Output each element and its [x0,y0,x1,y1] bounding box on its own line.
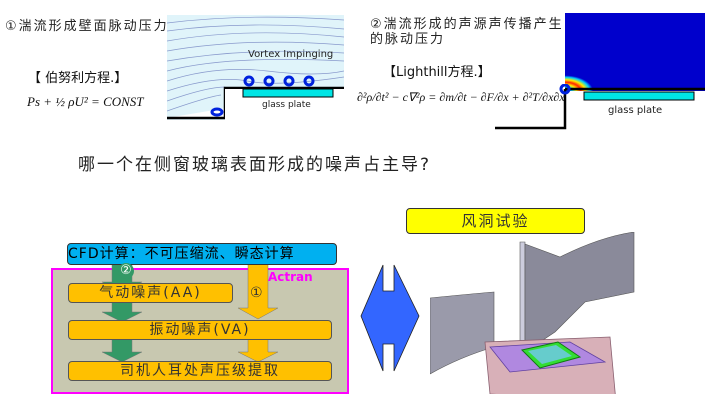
cfd-box: CFD计算：不可压缩流、瞬态计算 [67,243,337,265]
vortex-label: Vortex Impinging [248,49,334,60]
lighthill-equation: ∂²ρ/∂t² − c∇²ρ = ∂m/∂t − ∂F/∂x + ∂²T/∂x∂… [357,90,565,104]
lighthill-equation-name: 【Lighthill方程.】 [383,65,491,80]
actran-label: Actran [268,270,313,284]
right-panel-title-line1: ②湍流形成的声源声传播产生 [370,17,564,32]
double-arrow-icon [360,264,420,372]
wind-tunnel-label: 风洞试验 [406,208,585,234]
wind-tunnel-model [430,232,635,394]
aa-box: 气动噪声(AA) [68,283,233,303]
vortex-flow-diagram [167,15,344,120]
path-2-marker: ② [118,263,134,279]
question-text: 哪一个在侧窗玻璃表面形成的噪声占主导? [78,155,432,175]
glass-plate-label-right: glass plate [608,105,663,116]
path-1-marker: ① [250,285,263,301]
bernoulli-equation: Ps + ½ ρU² = CONST [27,94,144,109]
right-panel-title-line2: 的脉动压力 [370,32,446,47]
bernoulli-equation-name: 【 伯努利方程.】 [28,71,128,86]
spl-box: 司机人耳处声压级提取 [68,361,332,381]
acoustic-wave-image [565,13,705,91]
left-panel-title: ①湍流形成壁面脉动压力 [5,19,169,34]
glass-plate-diagram [495,84,705,130]
va-box: 振动噪声(VA) [68,320,332,340]
glass-plate-label: glass plate [262,100,311,110]
